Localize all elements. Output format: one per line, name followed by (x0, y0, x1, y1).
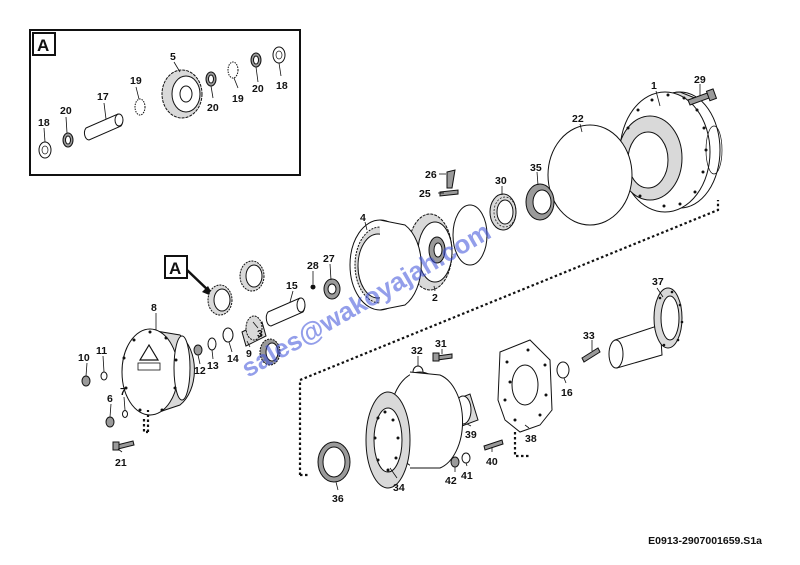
bearing-30 (489, 193, 517, 231)
label-29: 29 (694, 74, 706, 86)
label-10: 10 (78, 352, 90, 364)
detail-label-20-mid: 20 (207, 102, 219, 114)
detail-label-20-right: 20 (252, 83, 264, 95)
label-6: 6 (107, 393, 113, 405)
brake-disc-34 (365, 371, 464, 489)
label-11: 11 (96, 345, 107, 357)
label-13: 13 (207, 360, 219, 372)
label-22: 22 (572, 113, 584, 125)
mounting-plate-38 (497, 339, 553, 433)
bolt-31 (432, 352, 453, 362)
label-3: 3 (257, 328, 263, 340)
pin-28 (310, 284, 316, 290)
label-33: 33 (583, 330, 595, 342)
planet-gears (207, 260, 281, 366)
label-41: 41 (461, 470, 473, 482)
spindle-37 (608, 287, 684, 369)
washer-27 (323, 278, 341, 300)
seal-7 (122, 410, 128, 418)
label-39: 39 (465, 429, 477, 441)
washer-12 (193, 344, 203, 356)
detail-label-5: 5 (170, 51, 176, 63)
snap-ring (452, 204, 488, 266)
label-42: 42 (445, 475, 457, 487)
part-number-labels: 1 29 22 26 25 30 35 4 2 27 28 15 3 8 9 1… (78, 74, 706, 505)
sun-gear-9 (241, 315, 267, 347)
detail-label-17: 17 (97, 91, 109, 103)
label-37: 37 (652, 276, 664, 288)
seal-11 (100, 371, 108, 381)
label-34: 34 (393, 482, 405, 494)
bolt-21 (112, 440, 135, 451)
label-27: 27 (323, 253, 335, 265)
shaft-15 (265, 297, 306, 327)
stud-40 (483, 439, 504, 451)
o-ring-22 (547, 124, 633, 226)
detail-box-a: A 5 19 (29, 29, 301, 176)
callout-letter: A (169, 259, 181, 278)
callout-a: A (164, 255, 214, 297)
label-15: 15 (286, 280, 298, 292)
detail-label-18-left: 18 (38, 117, 50, 129)
ring-gear-4 (349, 219, 422, 311)
label-9: 9 (246, 348, 252, 360)
label-26: 26 (425, 169, 437, 181)
label-38: 38 (525, 433, 537, 445)
label-31: 31 (435, 338, 447, 350)
pin-26 (446, 169, 456, 189)
hub-housing-1 (617, 91, 723, 213)
label-21: 21 (115, 457, 127, 469)
label-36: 36 (332, 493, 344, 505)
plug-10 (81, 375, 91, 387)
label-16: 16 (561, 387, 573, 399)
label-8: 8 (151, 302, 157, 314)
detail-label-20-left: 20 (60, 105, 72, 117)
label-4: 4 (360, 212, 366, 224)
planet-carrier-2 (407, 213, 453, 291)
ring-16 (556, 361, 570, 379)
cover-housing-8 (121, 328, 195, 416)
label-12: 12 (194, 365, 206, 377)
screw-25 (439, 189, 459, 197)
bolt-29 (687, 88, 718, 106)
detail-box-letter: A (37, 36, 49, 55)
reference-code: E0913-2907001659.S1a (648, 535, 762, 547)
label-32: 32 (411, 345, 423, 357)
detail-label-18-right: 18 (276, 80, 288, 92)
detail-label-19-right: 19 (232, 93, 244, 105)
label-2: 2 (432, 292, 438, 304)
washer-13 (207, 337, 217, 351)
assembly-dashed-lines (142, 200, 720, 477)
label-1: 1 (651, 80, 657, 92)
bearing-35 (525, 183, 555, 221)
washer-14 (222, 327, 234, 343)
bleeder-33 (581, 347, 601, 363)
label-28: 28 (307, 260, 319, 272)
label-14: 14 (227, 353, 239, 365)
label-30: 30 (495, 175, 507, 187)
seal-36 (317, 441, 351, 483)
label-25: 25 (419, 188, 431, 200)
label-35: 35 (530, 162, 542, 174)
leader-lines (85, 84, 701, 491)
label-7: 7 (120, 386, 126, 398)
label-40: 40 (486, 456, 498, 468)
washer-41 (461, 452, 471, 464)
detail-label-19-left: 19 (130, 75, 142, 87)
plug-6 (105, 416, 115, 428)
